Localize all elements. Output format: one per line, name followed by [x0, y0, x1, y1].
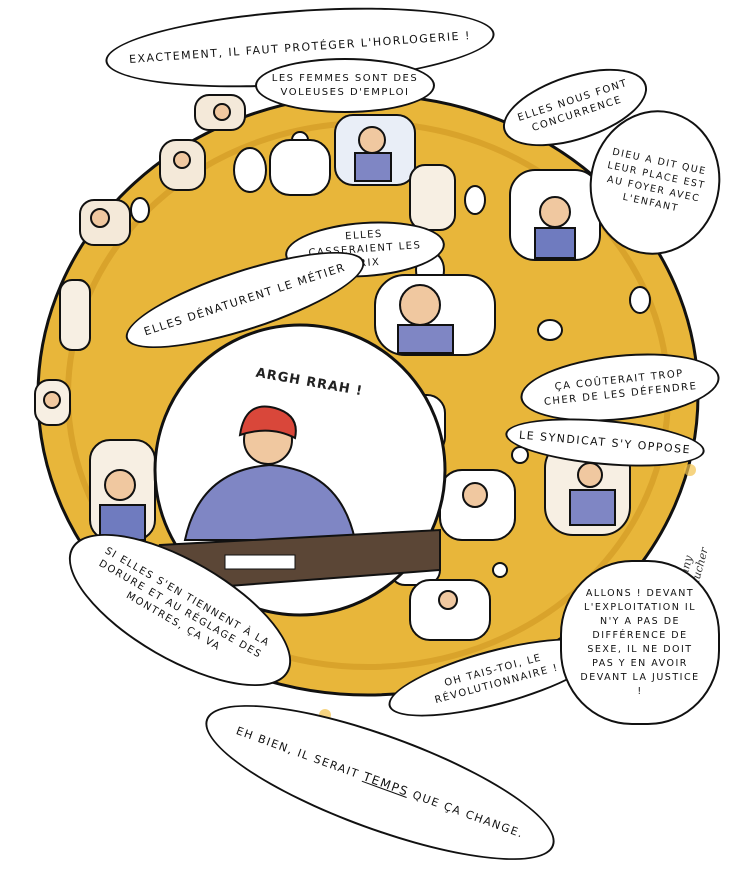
- speech-bubble-thieves: Les femmes sont des voleuses d'emploi: [255, 58, 435, 113]
- bubble-text-part: Eh bien, il serait: [234, 724, 366, 783]
- bubble-text: Dieu a dit que leur place est au foyer a…: [606, 146, 708, 214]
- bubble-text-emphasis: temps: [361, 769, 411, 799]
- watch-movement-illustration: [34, 93, 700, 721]
- bubble-text: Allons ! Devant l'exploitation il n'y a …: [580, 587, 700, 697]
- bubble-text-part: que ça change.: [406, 786, 526, 841]
- bubble-text: Le syndicat s'y oppose: [518, 428, 692, 456]
- speech-bubble-justice: Allons ! Devant l'exploitation il n'y a …: [560, 560, 720, 725]
- bubble-text: Les femmes sont des voleuses d'emploi: [271, 72, 419, 98]
- watchmaker-woman: [158, 405, 441, 592]
- bubble-text: Ça coûterait trop cher de les défendre: [543, 367, 698, 408]
